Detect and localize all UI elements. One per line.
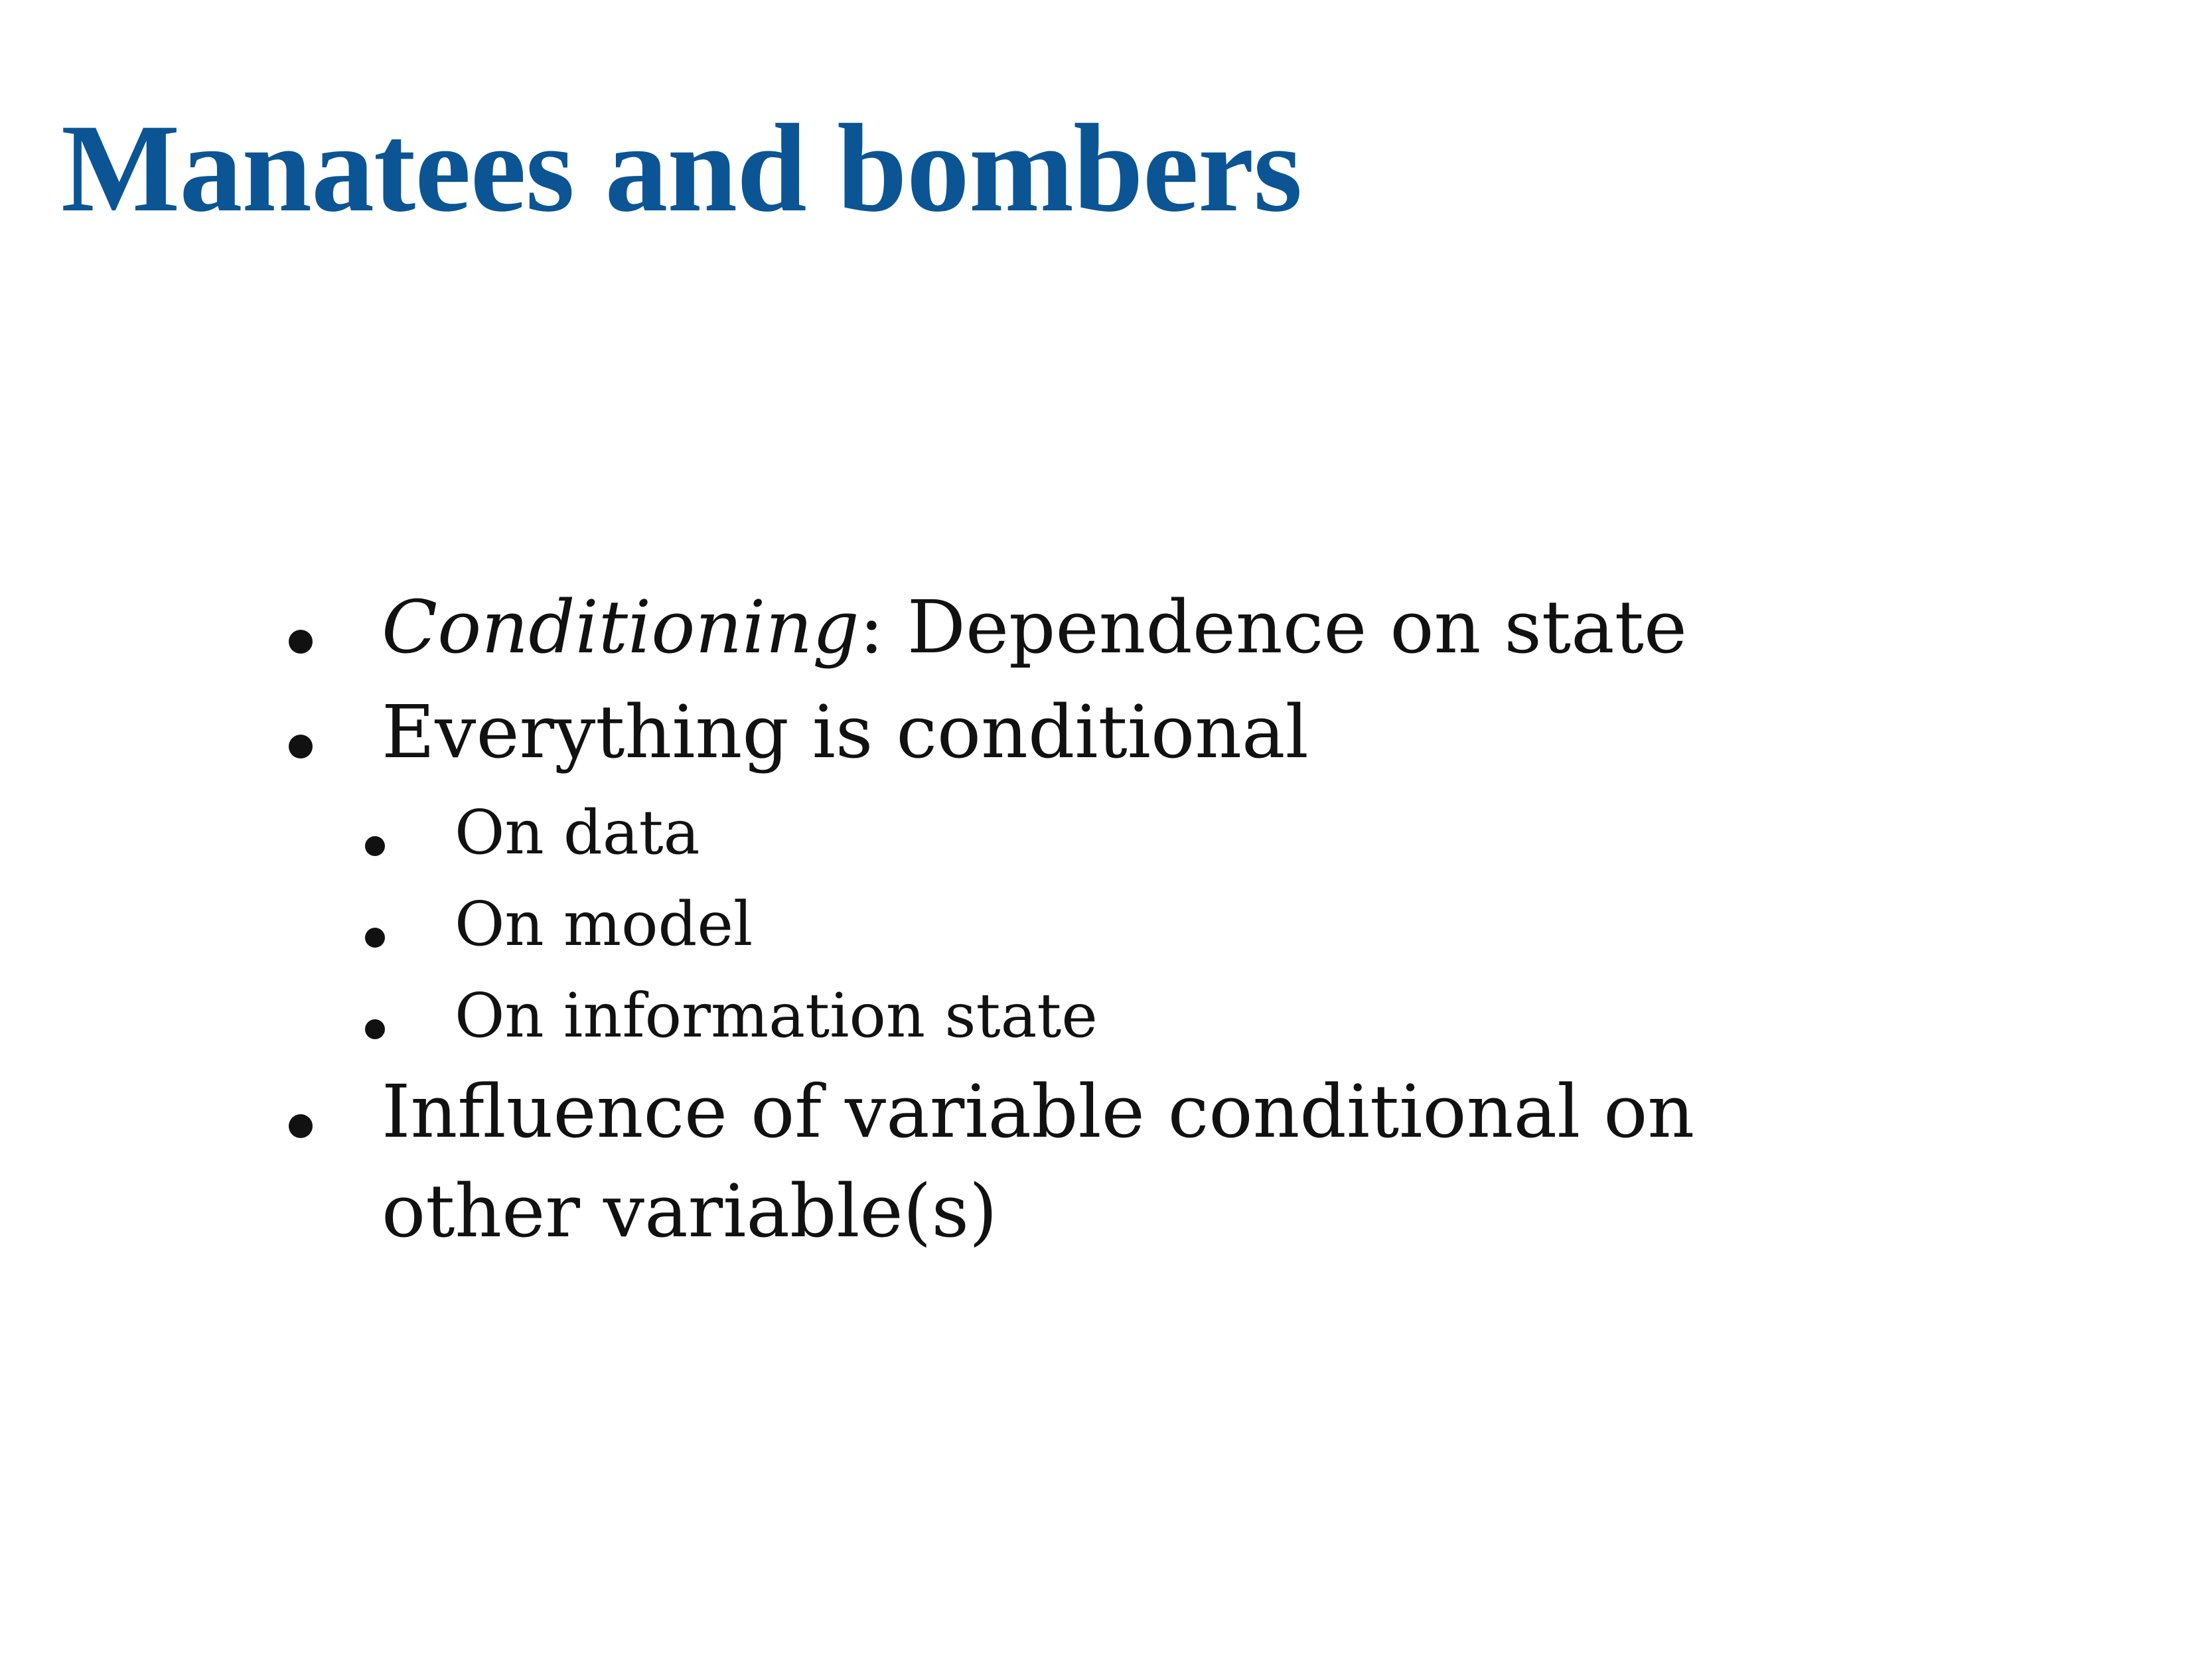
term-conditioning: Conditioning — [382, 585, 859, 670]
bullet-dot-icon — [289, 630, 313, 654]
sub-bullet-dot-icon — [365, 1019, 385, 1039]
bullet-text: : Dependence on state — [859, 585, 1688, 670]
sub-bullet-item-on-model: On model — [362, 879, 1812, 970]
bullet-list: Conditioning: Dependence on state Everyt… — [285, 577, 1812, 1266]
sub-bullet-text: On information state — [455, 980, 1098, 1051]
sub-bullet-text: On data — [455, 797, 700, 868]
bullet-item-everything-conditional: Everything is conditional — [285, 682, 1812, 782]
sub-bullet-item-on-information-state: On information state — [362, 970, 1812, 1062]
sub-bullet-dot-icon — [365, 928, 385, 948]
sub-bullet-text: On model — [455, 889, 753, 960]
sub-bullet-item-on-data: On data — [362, 787, 1812, 879]
bullet-item-conditioning: Conditioning: Dependence on state — [285, 577, 1812, 677]
bullet-dot-icon — [289, 735, 313, 758]
bullet-text: Everything is conditional — [382, 689, 1309, 774]
bullet-item-influence: Influence of variable conditional on oth… — [285, 1062, 1812, 1261]
bullet-dot-icon — [289, 1114, 313, 1138]
slide-title: Manatees and bombers — [61, 99, 1302, 238]
sub-bullet-dot-icon — [365, 836, 385, 856]
bullet-text: Influence of variable conditional on oth… — [382, 1069, 1695, 1254]
